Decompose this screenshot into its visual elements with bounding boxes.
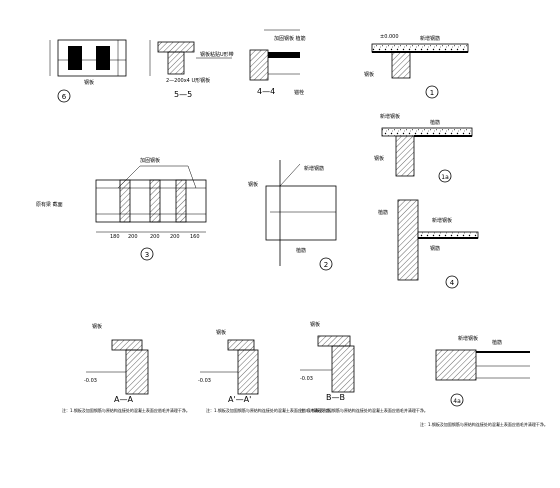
svg-text:植筋: 植筋 — [492, 339, 502, 346]
detail-4-4: 加固钢板 植筋 锚栓 4—4 — [249, 29, 306, 96]
detail-marker-3 — [319, 257, 333, 271]
svg-text:6: 6 — [62, 93, 67, 101]
section-a-a: 钢板 -0.03 A—A 注：1.钢板及加固钢筋与原结构连接处的混凝土表面应凿毛… — [62, 323, 190, 413]
svg-text:200: 200 — [150, 234, 160, 240]
svg-text:植筋: 植筋 — [430, 119, 440, 126]
svg-text:1a: 1a — [441, 174, 449, 181]
svg-text:注：1.钢板及加固钢筋与原结构连接处的混凝土表面应凿毛并清理: 注：1.钢板及加固钢筋与原结构连接处的混凝土表面应凿毛并清理干净。 — [420, 421, 548, 427]
svg-text:新增钢板: 新增钢板 — [432, 217, 452, 224]
svg-text:新增钢筋: 新增钢筋 — [420, 35, 440, 42]
plate-note: 2—200x4 U形钢板 — [166, 77, 210, 84]
detail-4a: 新增钢板 植筋 4a 注：1.钢板及加固钢筋与原结构连接处的混凝土表面应凿毛并清… — [420, 335, 548, 427]
detail-marker-6 — [57, 89, 71, 103]
section-4-4-label: 4—4 — [257, 87, 275, 96]
svg-text:钢板: 钢板 — [92, 323, 102, 330]
svg-text:200: 200 — [170, 234, 180, 240]
svg-text:钢板: 钢板 — [364, 71, 374, 78]
svg-text:4a: 4a — [453, 398, 461, 405]
svg-text:2: 2 — [324, 261, 328, 269]
detail-1: ±0.000 新增钢筋 钢板 1 — [364, 34, 469, 99]
detail-4-dims: 180 200 200 200 160 — [110, 234, 200, 240]
svg-text:160: 160 — [190, 234, 200, 240]
section-b-b: 钢板 -0.03 B—B 注：1.钢板及加固钢筋与原结构连接处的混凝土表面应凿毛… — [300, 321, 428, 413]
svg-text:注：1.钢板及加固钢筋与原结构连接处的混凝土表面应凿毛并清理: 注：1.钢板及加固钢筋与原结构连接处的混凝土表面应凿毛并清理干净。 — [62, 407, 190, 413]
svg-text:-0.03: -0.03 — [84, 378, 97, 384]
svg-text:3: 3 — [145, 251, 149, 259]
section-a2-a2: 钢板 -0.03 A'—A' 注：1.钢板及加固钢筋与原结构连接处的混凝土表面应… — [198, 329, 334, 413]
svg-text:-0.03: -0.03 — [198, 378, 211, 384]
detail-marker-1a — [438, 169, 452, 183]
detail-marker-4a — [450, 393, 464, 407]
svg-text:注：1.钢板及加固钢筋与原结构连接处的混凝土表面应凿毛并清理: 注：1.钢板及加固钢筋与原结构连接处的混凝土表面应凿毛并清理干净。 — [300, 407, 428, 413]
svg-text:加固钢板: 加固钢板 — [140, 157, 160, 164]
svg-text:A'—A': A'—A' — [228, 395, 251, 404]
svg-text:植筋: 植筋 — [378, 209, 388, 216]
svg-text:锚栓: 锚栓 — [294, 89, 304, 96]
svg-text:-0.03: -0.03 — [300, 376, 313, 382]
detail-5-5: 钢板粘贴U形带 2—200x4 U形钢板 5—5 — [149, 40, 234, 99]
detail-6: 钢板 6 — [49, 39, 127, 103]
detail-1a: 新增钢板 植筋 钢板 1a — [374, 113, 473, 183]
svg-text:加固钢板 植筋: 加固钢板 植筋 — [274, 35, 306, 42]
section-5-5-note: 钢板粘贴U形带 — [200, 51, 234, 58]
svg-text:A—A: A—A — [114, 395, 133, 404]
svg-text:200: 200 — [128, 234, 138, 240]
svg-text:4: 4 — [450, 279, 455, 287]
svg-text:钢板: 钢板 — [216, 329, 226, 336]
svg-text:钢板: 钢板 — [84, 79, 94, 86]
svg-text:B—B: B—B — [326, 393, 345, 402]
svg-text:原有梁 截面: 原有梁 截面 — [36, 201, 63, 208]
svg-text:钢板: 钢板 — [374, 155, 384, 162]
detail-marker-2 — [445, 275, 459, 289]
svg-text:植筋: 植筋 — [296, 247, 306, 254]
svg-text:新增钢板: 新增钢板 — [458, 335, 478, 342]
detail-marker-4 — [140, 247, 154, 261]
section-5-5-label: 5—5 — [174, 90, 192, 99]
svg-text:±0.000: ±0.000 — [380, 34, 399, 40]
svg-text:新增钢筋: 新增钢筋 — [304, 165, 324, 172]
svg-text:注：1.钢板及加固钢筋与原结构连接处的混凝土表面应凿毛并清理: 注：1.钢板及加固钢筋与原结构连接处的混凝土表面应凿毛并清理干净。 — [206, 407, 334, 413]
svg-text:新增钢板: 新增钢板 — [380, 113, 400, 120]
detail-3: 钢板 新增钢筋 植筋 2 — [248, 160, 337, 271]
svg-text:180: 180 — [110, 234, 120, 240]
svg-text:钢板: 钢板 — [248, 181, 258, 188]
svg-text:1: 1 — [430, 89, 434, 97]
svg-text:钢筋: 钢筋 — [430, 245, 440, 252]
detail-2: 植筋 新增钢板 钢筋 4 — [378, 199, 479, 289]
detail-4: 加固钢板 原有梁 截面 180 200 200 200 160 3 — [36, 157, 207, 261]
detail-marker-1 — [425, 85, 439, 99]
svg-text:钢板: 钢板 — [310, 321, 320, 328]
